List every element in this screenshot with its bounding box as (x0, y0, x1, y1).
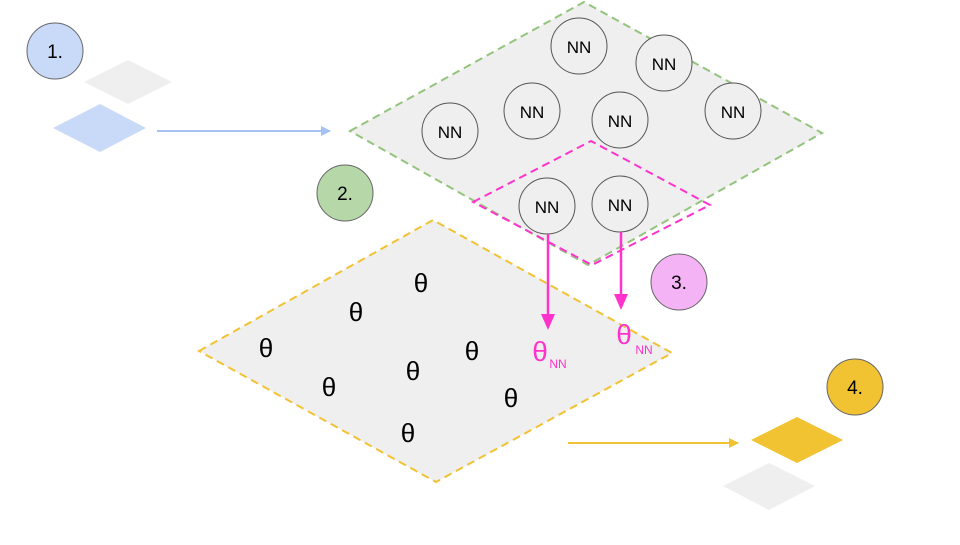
step-4-badge (826, 358, 884, 416)
svg-text:θ: θ (532, 336, 548, 367)
theta: θ (414, 268, 428, 298)
nn-node-selected: NN (518, 177, 576, 235)
svg-text:NN: NN (535, 198, 560, 217)
svg-text:NN: NN (438, 123, 463, 142)
theta: θ (349, 297, 363, 327)
svg-text:NN: NN (549, 357, 566, 371)
nn-node: NN (550, 17, 608, 75)
arrowhead-pink-2 (614, 294, 628, 310)
arrowhead-pink-1 (541, 314, 555, 330)
step-2-label: 2. (337, 184, 353, 205)
theta-symbols: θ θ θ θ θ θ θ θ (259, 268, 518, 448)
nn-node: NN (421, 102, 479, 160)
input-plane-gray (84, 60, 172, 104)
step-4-label: 4. (847, 378, 863, 399)
theta: θ (322, 372, 336, 402)
theta-nn-2: θ NN (616, 319, 652, 357)
output-plane-yellow (751, 417, 843, 463)
step-3-label: 3. (671, 273, 687, 294)
svg-text:NN: NN (608, 112, 633, 131)
theta: θ (401, 418, 415, 448)
selected-subset (470, 139, 713, 267)
svg-text:NN: NN (608, 196, 633, 215)
svg-text:NN: NN (635, 343, 652, 357)
step-1-group: 1. (26, 22, 172, 152)
theta: θ (406, 356, 420, 386)
theta: θ (259, 333, 273, 363)
theta: θ (465, 336, 479, 366)
nn-node: NN (704, 82, 762, 140)
theta-plane (196, 218, 675, 484)
step-4-group: 4. (723, 358, 884, 510)
theta: θ (504, 383, 518, 413)
step-2-badge (316, 164, 374, 222)
svg-text:NN: NN (652, 55, 677, 74)
input-plane-blue (53, 104, 146, 152)
svg-text:NN: NN (721, 103, 746, 122)
nn-nodes: NN NN NN NN NN NN NN NN (421, 17, 762, 235)
svg-text:θ: θ (616, 319, 632, 350)
step-1-badge (26, 22, 84, 80)
svg-text:NN: NN (567, 38, 592, 57)
step-1-label: 1. (47, 42, 63, 63)
nn-node: NN (503, 82, 561, 140)
output-plane-gray (723, 463, 815, 510)
nn-node: NN (635, 34, 693, 92)
svg-text:NN: NN (520, 103, 545, 122)
theta-nn-1: θ NN (532, 336, 566, 371)
step-3-badge (650, 253, 708, 311)
nn-node: NN (591, 91, 649, 149)
nn-node-selected: NN (591, 175, 649, 233)
